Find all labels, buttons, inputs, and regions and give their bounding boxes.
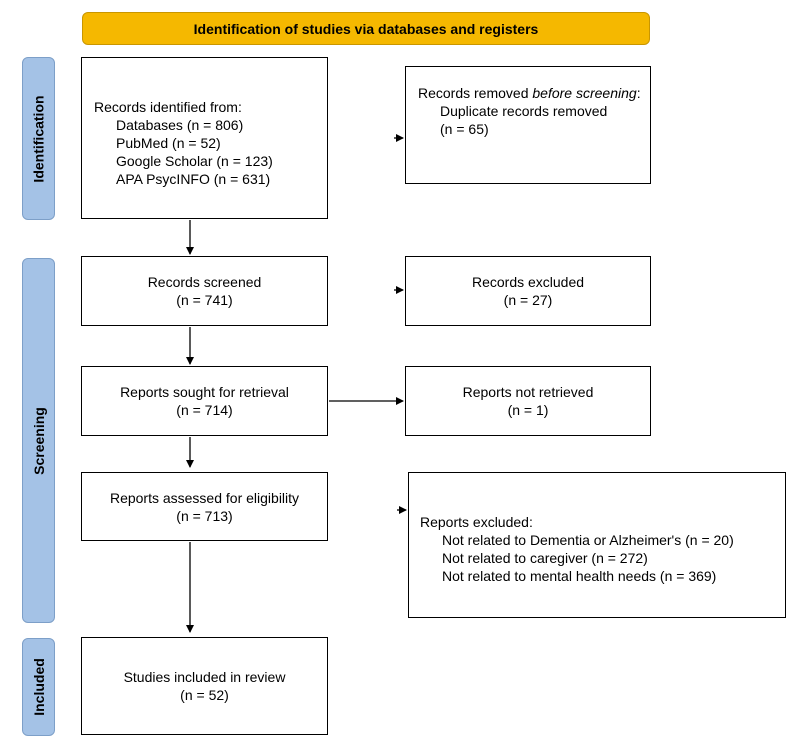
header-title: Identification of studies via databases … [193,20,539,37]
records-excluded-label: Records excluded [471,274,585,290]
reports-sought-label: Reports sought for retrieval [120,384,289,400]
reports-sought-count: (n = 714) [176,402,233,418]
source-databases: Databases (n = 806) [116,117,244,133]
records-removed-box: Records removed before screening: Duplic… [405,66,651,184]
records-removed-prefix: Records removed [418,85,533,101]
reason-caregiver: Not related to caregiver (n = 272) [442,550,648,566]
reports-excluded-title: Reports excluded: [420,514,533,530]
records-screened-box: Records screened (n = 741) [81,256,328,326]
records-screened-label: Records screened [147,274,262,290]
phase-included: Included [22,638,55,736]
reason-mental-health: Not related to mental health needs (n = … [442,568,717,584]
reports-not-retrieved-label: Reports not retrieved [462,384,594,400]
reports-assessed-count: (n = 713) [176,507,233,524]
reports-excluded-box: Reports excluded: Not related to Dementi… [408,472,786,618]
records-identified-box: Records identified from: Databases (n = … [81,57,328,219]
records-excluded-box: Records excluded (n = 27) [405,256,651,326]
studies-included-count: (n = 52) [180,687,229,703]
phase-screening: Screening [22,258,55,623]
records-identified-title: Records identified from: [94,99,242,115]
source-google-scholar: Google Scholar (n = 123) [116,153,273,169]
phase-identification: Identification [22,57,55,220]
reason-dementia: Not related to Dementia or Alzheimer's (… [442,532,734,548]
reports-not-retrieved-count: (n = 1) [507,402,549,418]
source-pubmed: PubMed (n = 52) [116,135,221,151]
reports-assessed-box: Reports assessed for eligibility (n = 71… [81,472,328,541]
records-removed-suffix: : [636,85,641,101]
source-apa-psycinfo: APA PsycINFO (n = 631) [116,171,271,187]
records-screened-count: (n = 741) [176,292,233,308]
records-removed-emph: before screening [532,85,637,101]
reports-sought-box: Reports sought for retrieval (n = 714) [81,366,328,436]
reports-assessed-label: Reports assessed for eligibility [109,489,300,506]
studies-included-label: Studies included in review [123,669,286,685]
reports-not-retrieved-box: Reports not retrieved (n = 1) [405,366,651,436]
studies-included-box: Studies included in review (n = 52) [81,637,328,735]
duplicate-records-label: Duplicate records removed [440,103,608,119]
header-banner: Identification of studies via databases … [82,12,650,45]
duplicate-records-count: (n = 65) [440,121,489,137]
records-excluded-count: (n = 27) [503,292,553,308]
